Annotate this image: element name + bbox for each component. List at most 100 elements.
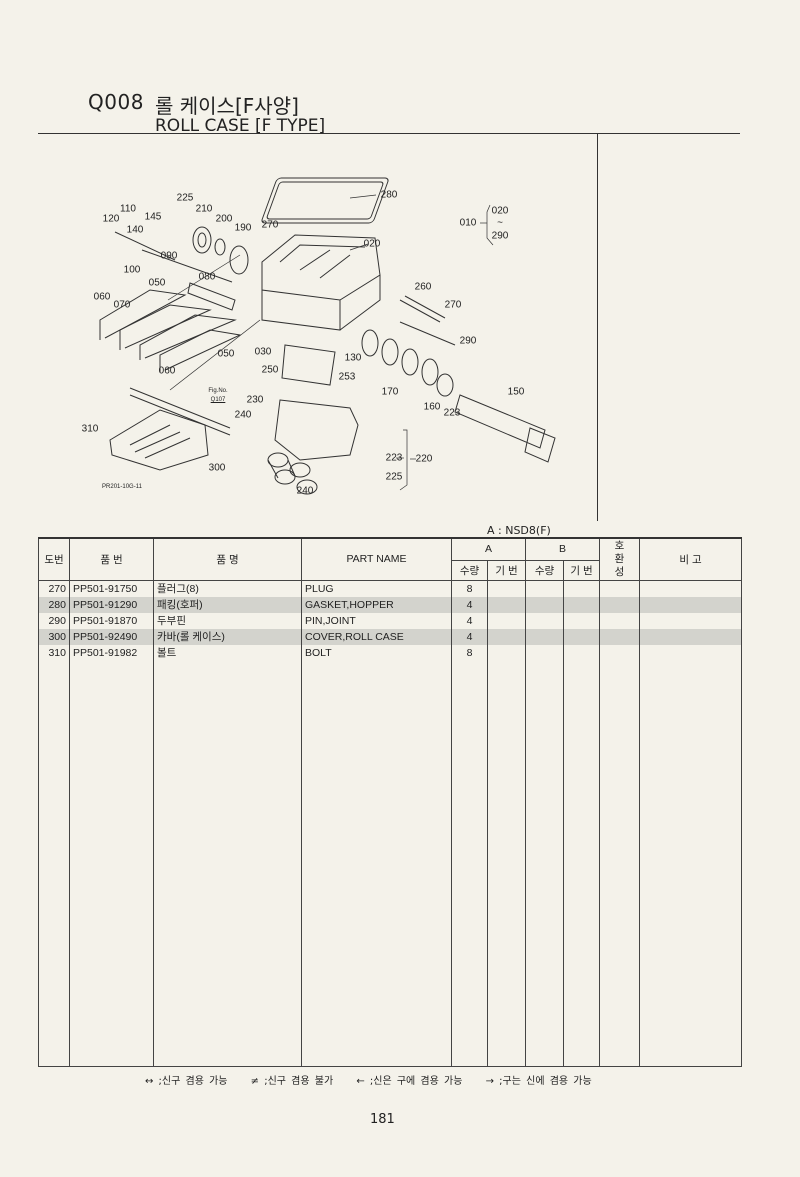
- legend-item: ≠ ;신구 겸용 불가: [250, 1076, 334, 1087]
- header-name-ko: 품 명: [153, 537, 302, 581]
- header-b-qty: 수량: [525, 559, 564, 581]
- callout-070: 070: [113, 299, 131, 311]
- table-row: 270 PP501-91750 플러그(8) PLUG 8: [38, 580, 742, 597]
- callout-010: 010: [459, 217, 477, 229]
- header-remarks: 비 고: [639, 537, 742, 581]
- callout-250: 250: [261, 364, 279, 376]
- cell-ref: 300: [38, 628, 70, 645]
- cell-part-name: PIN,JOINT: [301, 612, 452, 629]
- table-row: 280 PP501-91290 패킹(호퍼) GASKET,HOPPER 4: [38, 596, 742, 613]
- shaft-shapes: [114, 231, 456, 346]
- output-shaft-shape: [454, 394, 556, 463]
- header-group-b: B: [525, 537, 600, 561]
- legend-item: → ;구는 신에 겸용 가능: [485, 1076, 592, 1087]
- cell-part-no: PP501-91290: [69, 596, 154, 613]
- callout-290: 290: [459, 335, 477, 347]
- diagram-frame-divider: [597, 133, 598, 521]
- callout-130: 130: [344, 352, 362, 364]
- table-row: 300 PP501-92490 카바(롤 케이스) COVER,ROLL CAS…: [38, 628, 742, 645]
- model-note: A : NSD8(F): [487, 524, 551, 537]
- callout-200: 200: [215, 213, 233, 225]
- callout-050: 050: [148, 277, 166, 289]
- cell-ref: 290: [38, 612, 70, 629]
- bracket-plate-shape: [109, 387, 231, 471]
- cell-part-name: BOLT: [301, 644, 452, 661]
- drawing-id: PR201-10G-11: [102, 484, 142, 490]
- callout-290-range-end: 290: [491, 230, 509, 242]
- cell-name-ko: 두부핀: [153, 612, 302, 629]
- fig-ref-label: Fig.No.: [208, 388, 228, 394]
- cell-part-no: PP501-91750: [69, 580, 154, 597]
- callout-140: 140: [126, 224, 144, 236]
- roller-shapes: [361, 329, 454, 397]
- callout-160: 160: [423, 401, 441, 413]
- cell-ref: 280: [38, 596, 70, 613]
- leader-lines: [167, 194, 494, 491]
- callout-253: 253: [338, 371, 356, 383]
- callout-080: 080: [198, 271, 216, 283]
- header-a-machine-no: 기 번: [487, 559, 526, 581]
- legend-item: ↔ ;신구 겸용 가능: [145, 1076, 228, 1087]
- callout-110: 110: [120, 203, 136, 215]
- callout-310: 310: [81, 423, 99, 435]
- callout-150: 150: [507, 386, 525, 398]
- callout-240b: 240: [296, 485, 314, 497]
- compatibility-legend: ↔ ;신구 겸용 가능 ≠ ;신구 겸용 불가 ← ;신은 구에 겸용 가능 →…: [145, 1072, 610, 1087]
- callout-170: 170: [381, 386, 399, 398]
- cell-part-no: PP501-91870: [69, 612, 154, 629]
- table-empty-space: [38, 660, 742, 1067]
- header-compat: 호환성: [599, 537, 640, 581]
- callout-260: 260: [414, 281, 432, 293]
- cover-shape: [281, 344, 336, 386]
- header-a-qty: 수량: [451, 559, 488, 581]
- bearing-shapes: [192, 226, 249, 275]
- cell-name-ko: 볼트: [153, 644, 302, 661]
- cell-ref: 310: [38, 644, 70, 661]
- callout-300: 300: [208, 462, 226, 474]
- callout-223: 223: [443, 407, 461, 419]
- roll-case-housing-shape: [261, 234, 381, 331]
- callout-240: 240: [234, 409, 252, 421]
- cell-qty-a: 8: [451, 644, 488, 661]
- section-code: Q008: [88, 90, 144, 114]
- levers-shapes: [99, 282, 242, 372]
- page-number: 181: [370, 1112, 395, 1127]
- cell-part-no: PP501-92490: [69, 628, 154, 645]
- callout-060: 060: [93, 291, 111, 303]
- cell-part-no: PP501-91982: [69, 644, 154, 661]
- callout-range-tilde: ~: [497, 217, 503, 229]
- callout-270b: 270: [444, 299, 462, 311]
- callout-030: 030: [254, 346, 272, 358]
- callout-020-range-start: 020: [491, 205, 509, 217]
- cell-name-ko: 패킹(호퍼): [153, 596, 302, 613]
- header-part-name: PART NAME: [301, 537, 452, 581]
- title-korean: 롤 케이스[F사양]: [155, 94, 299, 118]
- callout-060b: 060: [158, 365, 176, 377]
- callout-225: 225: [176, 192, 194, 204]
- cell-qty-a: 4: [451, 596, 488, 613]
- title-rule: [38, 133, 740, 134]
- parts-table: 도번 품 번 품 명 PART NAME A B 호환성 비 고 수량 기 번 …: [38, 537, 742, 1067]
- cell-part-name: GASKET,HOPPER: [301, 596, 452, 613]
- cell-name-ko: 플러그(8): [153, 580, 302, 597]
- callout-090: 090: [160, 250, 178, 262]
- callout-230: 230: [246, 394, 264, 406]
- callout-145: 145: [144, 211, 162, 223]
- gasket-shape: [261, 177, 389, 224]
- fig-ref-value: Q107: [210, 397, 226, 403]
- table-row: 310 PP501-91982 볼트 BOLT 8: [38, 644, 742, 661]
- legend-item: ← ;신은 구에 겸용 가능: [356, 1076, 463, 1087]
- cell-qty-a: 4: [451, 628, 488, 645]
- title-english: ROLL CASE [F TYPE]: [155, 116, 326, 136]
- cell-part-name: PLUG: [301, 580, 452, 597]
- callout-120: 120: [102, 213, 120, 225]
- callout-050b: 050: [217, 348, 235, 360]
- callout-210: 210: [195, 203, 213, 215]
- cell-ref: 270: [38, 580, 70, 597]
- cell-name-ko: 카바(롤 케이스): [153, 628, 302, 645]
- callout-020: 020: [363, 238, 381, 250]
- callout-225b: 225: [385, 471, 403, 483]
- exploded-parts-diagram: [99, 177, 556, 495]
- header-group-a: A: [451, 537, 526, 561]
- cell-qty-a: 4: [451, 612, 488, 629]
